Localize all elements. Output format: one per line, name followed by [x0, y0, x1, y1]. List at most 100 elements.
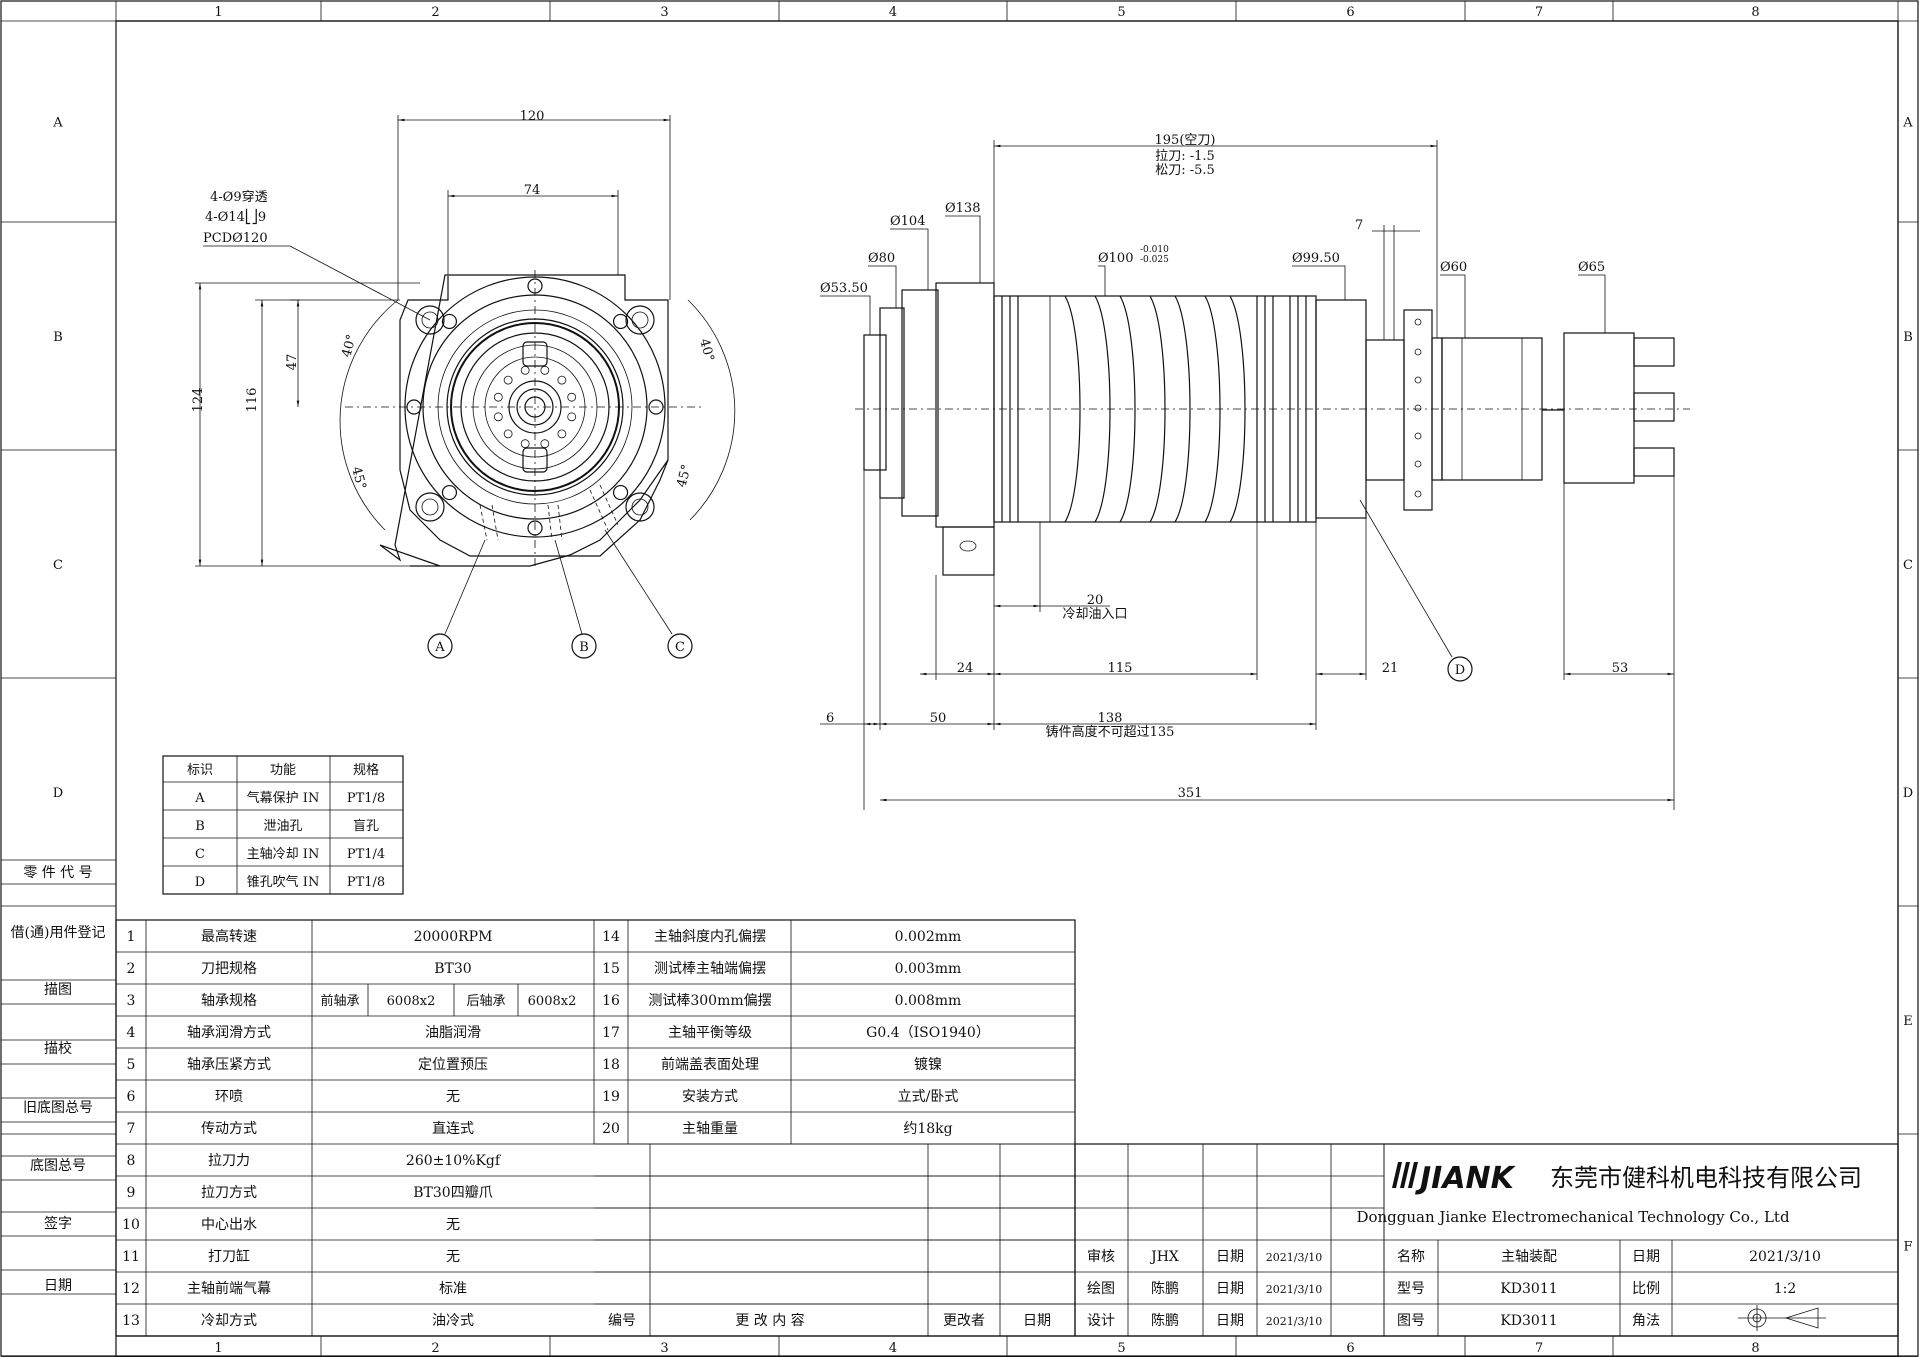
spec-no: 8	[127, 1153, 136, 1169]
zone-col-top: 8	[1751, 5, 1759, 20]
screw-hole	[520, 365, 530, 375]
port-spec: PT1/8	[347, 875, 385, 890]
spec-value: 标准	[439, 1281, 467, 1297]
coolant-inlet-label: 冷却油入口	[1062, 607, 1127, 622]
spec-value: 无	[446, 1249, 460, 1265]
spec-value: 无	[446, 1089, 460, 1105]
title-cell: 角法	[1632, 1313, 1660, 1329]
port-id: A	[194, 791, 205, 806]
spec-item: 轴承润滑方式	[187, 1024, 271, 1041]
screw-hole	[540, 365, 550, 375]
spec-no: 14	[602, 929, 620, 945]
port-function: 气幕保护 IN	[247, 790, 320, 806]
spec-value: BT30	[434, 961, 471, 977]
bolt-hole	[441, 484, 458, 501]
screw-hole	[503, 429, 513, 439]
spec-no: 6	[127, 1089, 136, 1105]
zone-row-left: C	[53, 558, 63, 573]
left-strip-label: 借(通)用件登记	[11, 925, 106, 941]
flange-hole	[1414, 460, 1422, 468]
dia-100: Ø100	[1098, 251, 1133, 266]
bolt-hole	[612, 313, 629, 330]
spec-value: 260±10%Kgf	[406, 1153, 502, 1169]
angle-45-left: 45°	[348, 465, 368, 491]
spec-no: 7	[127, 1121, 136, 1137]
dim-20: 20	[1087, 593, 1104, 608]
hole-note-3: PCDØ120	[203, 231, 268, 246]
zone-col-top: 4	[889, 5, 897, 20]
spec-item: 安装方式	[682, 1089, 738, 1105]
port-function: 泄油孔	[263, 819, 302, 834]
spec-value: 油脂润滑	[425, 1024, 481, 1041]
marker-a-label: A	[434, 640, 445, 655]
port-id: B	[195, 819, 205, 834]
spec-no: 11	[122, 1249, 140, 1265]
spec-value: 0.003mm	[895, 961, 962, 977]
dim-53: 53	[1612, 661, 1629, 676]
pull-note: 拉刀: -1.5	[1155, 149, 1215, 164]
spec-no: 4	[127, 1025, 136, 1041]
zone-col-bottom: 5	[1117, 1341, 1125, 1356]
dia-138: Ø138	[945, 201, 980, 216]
title-block: JIANK 东莞市健科机电科技有限公司 Dongguan Jianke Elec…	[594, 1143, 1899, 1337]
casting-height-note: 铸件高度不可超过135	[1046, 724, 1175, 740]
bolt-hole	[612, 484, 629, 501]
angle-40-right: 40°	[696, 337, 716, 363]
spec-item: 中心出水	[201, 1217, 257, 1233]
port-spec: 盲孔	[353, 818, 379, 834]
title-cell: 日期	[1632, 1249, 1660, 1265]
dim-24: 24	[957, 661, 974, 676]
title-cell: 日期	[1216, 1281, 1244, 1297]
zone-col-bottom: 6	[1346, 1341, 1354, 1356]
port-id: C	[195, 847, 205, 862]
title-cell: 绘图	[1087, 1281, 1115, 1297]
zone-row-left: D	[53, 786, 63, 801]
screw-hole	[540, 439, 550, 449]
title-cell: 主轴装配	[1501, 1249, 1557, 1265]
dim-195: 195(空刀)	[1155, 133, 1216, 148]
zone-col-top: 3	[660, 5, 668, 20]
spec-value: 油冷式	[432, 1313, 474, 1329]
port-spec: PT1/8	[347, 791, 385, 806]
spec-value: 20000RPM	[414, 929, 493, 945]
marker-c	[667, 633, 693, 659]
title-cell: JHX	[1149, 1249, 1179, 1265]
angle-45-right: 45°	[674, 463, 694, 489]
side-view: 195(空刀) 拉刀: -1.5 松刀: -5.5 Ø138 Ø104 Ø80 …	[820, 133, 1690, 810]
title-cell: KD3011	[1500, 1281, 1557, 1297]
spec-no: 3	[127, 993, 136, 1009]
spec-value: 立式/卧式	[898, 1089, 959, 1105]
revision-header: 更改者	[943, 1313, 985, 1329]
zone-col-bottom: 2	[431, 1341, 439, 1356]
revision-header: 编号	[608, 1313, 636, 1329]
title-cell: 比例	[1632, 1281, 1660, 1297]
zone-col-top: 2	[431, 5, 439, 20]
spec-item: 主轴前端气幕	[187, 1280, 271, 1297]
spec-item: 主轴重量	[682, 1121, 738, 1137]
zone-row-right: D	[1903, 786, 1913, 801]
flange-hole	[1414, 432, 1422, 440]
title-cell: 名称	[1397, 1249, 1425, 1265]
title-cell: 设计	[1087, 1313, 1115, 1329]
zone-col-top: 5	[1117, 5, 1125, 20]
marker-a	[427, 633, 453, 659]
revision-header: 更 改 内 容	[735, 1312, 804, 1329]
dim-7: 7	[1355, 218, 1363, 233]
spec-item: 主轴斜度内孔偏摆	[654, 929, 766, 945]
company-name-cn: 东莞市健科机电科技有限公司	[1550, 1164, 1862, 1192]
zone-col-top: 6	[1346, 5, 1354, 20]
spec-value: 定位置预压	[418, 1057, 488, 1073]
dim-138: 138	[1098, 711, 1123, 726]
title-cell: 陈鹏	[1151, 1312, 1179, 1329]
marker-d	[1447, 656, 1473, 682]
left-strip-label: 日期	[44, 1278, 72, 1294]
zone-row-right: E	[1903, 1014, 1913, 1029]
spec-value: 镀镍	[914, 1056, 942, 1073]
spec-no: 13	[122, 1313, 140, 1329]
zone-row-left: B	[53, 330, 63, 345]
zone-col-top: 7	[1535, 5, 1543, 20]
revision-header: 日期	[1023, 1313, 1051, 1329]
release-note: 松刀: -5.5	[1155, 163, 1215, 178]
